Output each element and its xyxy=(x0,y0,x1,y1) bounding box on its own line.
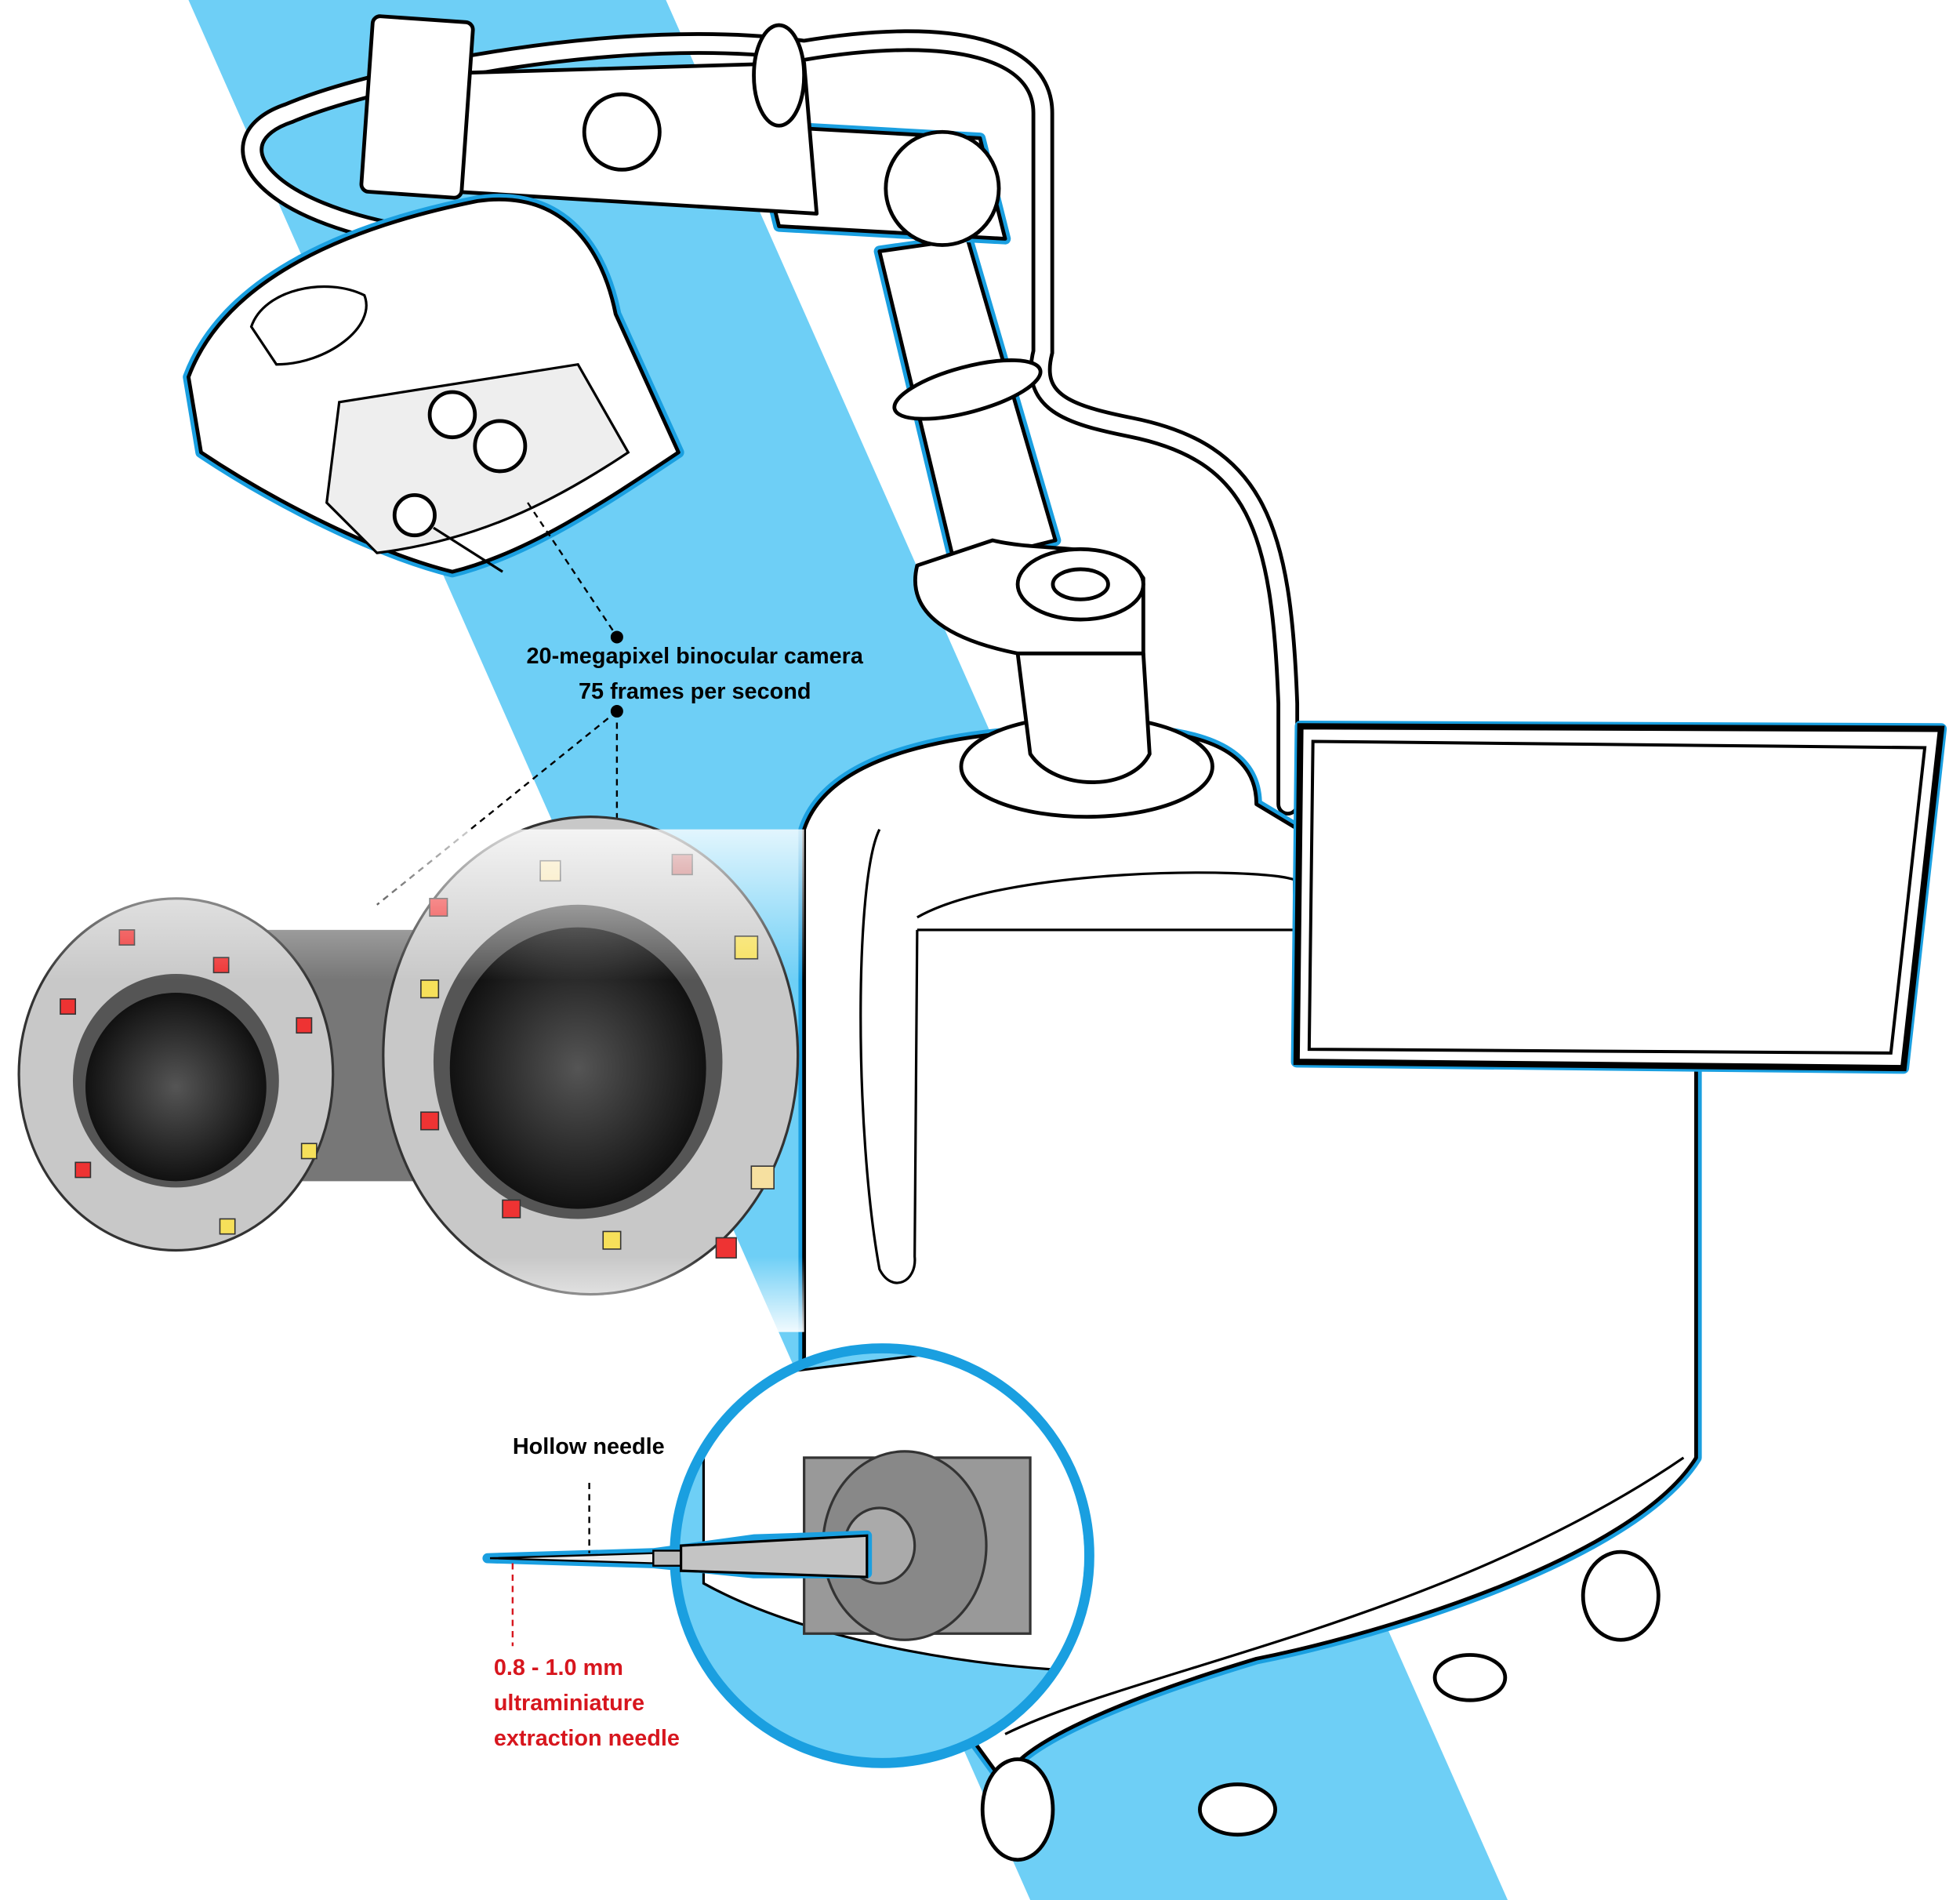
needle-size-label: 0.8 - 1.0 mm xyxy=(494,1655,623,1680)
needle-desc-label-2: extraction needle xyxy=(494,1726,680,1751)
camera-framerate-label: 75 frames per second xyxy=(579,679,811,704)
hollow-needle-label: Hollow needle xyxy=(513,1434,665,1459)
camera-head xyxy=(183,194,684,578)
monitor xyxy=(1290,721,1947,1074)
robot-arm xyxy=(359,14,1145,756)
binocular-camera-pcb xyxy=(0,816,804,1332)
needle-desc-label-1: ultraminiature xyxy=(494,1691,644,1716)
camera-resolution-label: 20-megapixel binocular camera xyxy=(527,644,864,669)
needle-inset xyxy=(670,1343,1094,1768)
cable xyxy=(241,29,1300,816)
hollow-needle xyxy=(482,1482,873,1647)
